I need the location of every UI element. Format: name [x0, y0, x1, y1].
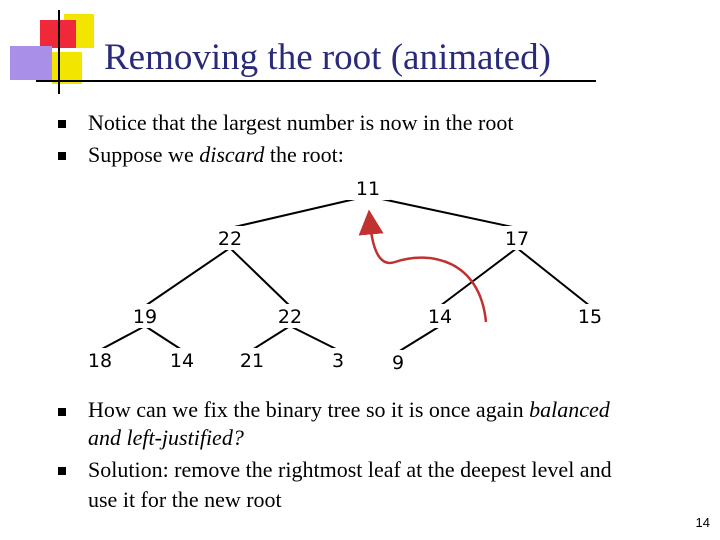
tree-edge [145, 326, 182, 350]
bullet-text: How can we fix the binary tree so it is … [88, 396, 610, 424]
tree-node: 19 [133, 306, 157, 328]
bullet-marker [58, 467, 66, 475]
tree-edge [100, 326, 145, 350]
bullet-text-continued: and left-justified? [88, 424, 244, 452]
tree-edge [517, 248, 590, 306]
tree-node: 17 [505, 228, 529, 250]
tree-node: 22 [278, 306, 302, 328]
page-number: 14 [696, 515, 710, 530]
tree-edge [145, 248, 230, 306]
tree-node: 22 [218, 228, 242, 250]
tree-node: 14 [428, 306, 452, 328]
bullet-text-continued: use it for the new root [88, 486, 282, 514]
tree-edge [440, 248, 517, 306]
tree-node: 9 [392, 352, 404, 374]
tree-node: 15 [578, 306, 602, 328]
tree-node: 18 [88, 350, 112, 372]
tree-node: 21 [240, 350, 264, 372]
tree-edge [230, 196, 368, 228]
bullet-marker [58, 408, 66, 416]
tree-node: 3 [332, 350, 344, 372]
tree-edge [252, 326, 290, 350]
tree-edge [230, 248, 290, 306]
tree-edge [398, 326, 440, 352]
bullet-text: Solution: remove the rightmost leaf at t… [88, 456, 612, 484]
tree-node: 14 [170, 350, 194, 372]
tree-edge [368, 196, 517, 228]
tree-edge [290, 326, 338, 350]
tree-node: 11 [356, 178, 380, 200]
